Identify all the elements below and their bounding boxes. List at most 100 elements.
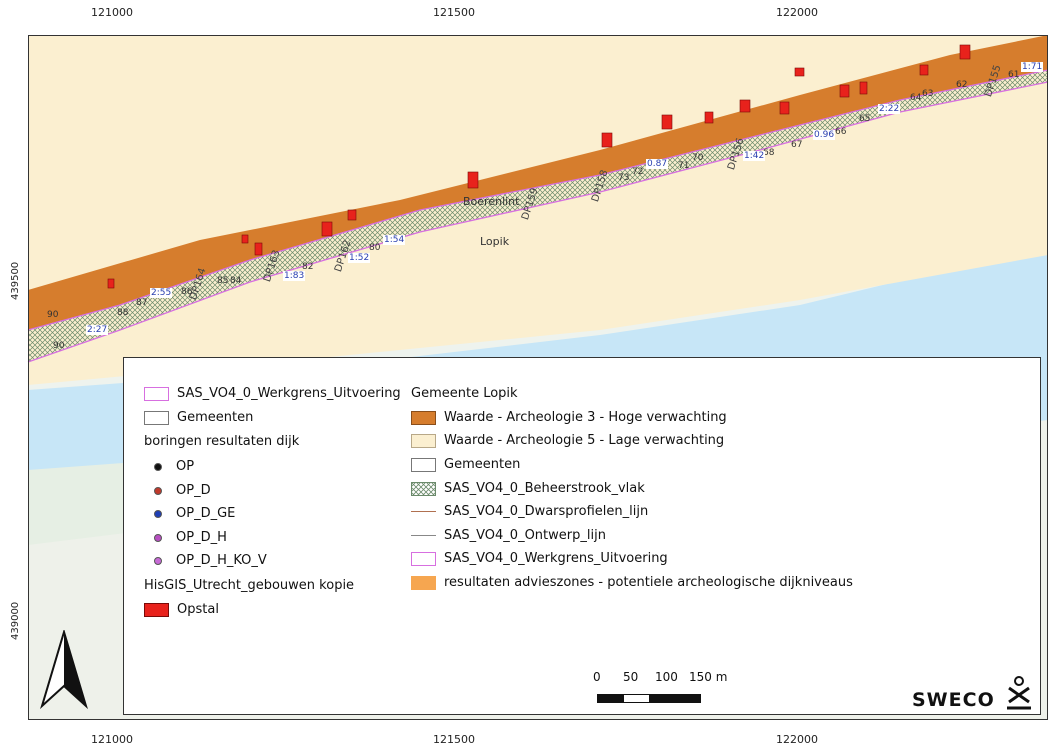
swatch-fill <box>411 410 436 425</box>
buildings <box>107 44 971 289</box>
scale-label: 100 <box>655 670 678 684</box>
value-label: 1:71 <box>1021 62 1044 72</box>
swatch-line <box>411 511 436 512</box>
legend-label: OP_D_H_KO_V <box>176 553 267 568</box>
scale-label: 50 <box>623 670 639 684</box>
swatch-fill <box>411 575 436 590</box>
legend-label: OP_D_GE <box>176 506 236 521</box>
legend-label: SAS_VO4_0_Beheerstrook_vlak <box>444 481 645 496</box>
value-label: 2:55 <box>150 288 173 298</box>
legend-label: Gemeenten <box>444 457 521 472</box>
scale-label: 0 <box>593 670 601 684</box>
chainage-label: 86 <box>181 287 193 297</box>
legend-item-ontwerp: SAS_VO4_0_Ontwerp_lijn <box>411 528 606 543</box>
scale-bar <box>597 694 701 703</box>
dot-marker-icon <box>154 556 162 565</box>
place-label-boerenlint: Boerenlint <box>463 195 520 208</box>
value-label: 0.87 <box>646 159 669 169</box>
chainage-label: 65 <box>859 114 871 124</box>
map-neatline <box>28 35 1048 720</box>
swatch-outline <box>144 410 169 425</box>
value-label: 1:42 <box>743 151 766 161</box>
legend-label: SAS_VO4_0_Werkgrens_Uitvoering <box>444 551 668 566</box>
north-arrow-icon <box>40 630 88 710</box>
legend-label: OP_D_H <box>176 530 227 545</box>
legend-label: SAS_VO4_0_Dwarsprofielen_lijn <box>444 504 649 519</box>
legend: SAS_VO4_0_Werkgrens_Uitvoering Gemeenten… <box>123 357 1041 715</box>
swatch-outline <box>411 457 436 472</box>
value-label: 1:83 <box>283 271 306 281</box>
legend-label: Waarde - Archeologie 5 - Lage verwachtin… <box>444 433 725 448</box>
chainage-label: 72 <box>632 167 644 177</box>
chainage-label: 64 <box>910 93 922 103</box>
legend-label: OP <box>176 459 195 474</box>
chainage-label: 87 <box>136 298 148 308</box>
y-tick-left: 439000 <box>10 601 21 640</box>
swatch-fill <box>144 602 169 617</box>
legend-item-dwarsprofielen: SAS_VO4_0_Dwarsprofielen_lijn <box>411 504 648 519</box>
value-label: 1:52 <box>348 253 371 263</box>
legend-item-lage-verwachting: Waarde - Archeologie 5 - Lage verwachtin… <box>411 433 724 448</box>
legend-label: SAS_VO4_0_Werkgrens_Uitvoering <box>177 386 401 401</box>
legend-item-werkgrens-2: SAS_VO4_0_Werkgrens_Uitvoering <box>411 551 668 566</box>
legend-item-op-d-ge: OP_D_GE <box>144 506 235 521</box>
legend-item-opstal: Opstal <box>144 602 219 617</box>
chainage-label: 68 <box>763 148 775 158</box>
x-tick-bottom: 122000 <box>776 733 818 746</box>
legend-heading-boringen: boringen resultaten dijk <box>144 434 300 449</box>
dot-marker-icon <box>154 486 162 495</box>
chainage-label: 66 <box>835 127 847 137</box>
dike-strip <box>28 70 1048 362</box>
swatch-fill <box>411 433 436 448</box>
legend-item-hoge-verwachting: Waarde - Archeologie 3 - Hoge verwachtin… <box>411 410 727 425</box>
sweco-logo-icon <box>1007 676 1031 710</box>
high-expectation-zone <box>28 35 1048 330</box>
legend-item-beheerstrook: SAS_VO4_0_Beheerstrook_vlak <box>411 481 645 496</box>
place-label-lopik: Lopik <box>480 235 510 248</box>
legend-heading-lopik: Gemeente Lopik <box>411 386 518 401</box>
legend-label: Opstal <box>177 602 219 617</box>
value-label: 2:27 <box>86 325 109 335</box>
werkgrens-line-south <box>27 81 1049 363</box>
dot-marker-icon <box>154 462 162 471</box>
legend-item-op: OP <box>144 459 194 474</box>
chainage-label: 61 <box>1008 70 1020 80</box>
chainage-label: 63 <box>922 89 934 99</box>
sweco-logo: SWECO <box>912 689 995 711</box>
legend-item-werkgrens: SAS_VO4_0_Werkgrens_Uitvoering <box>144 386 401 401</box>
legend-label: SAS_VO4_0_Ontwerp_lijn <box>444 528 606 543</box>
dot-marker-icon <box>154 509 162 518</box>
legend-item-op-d-h: OP_D_H <box>144 530 227 545</box>
legend-label: resultaten advieszones - potentiele arch… <box>444 575 853 590</box>
legend-label: Gemeenten <box>177 410 254 425</box>
swatch-outline <box>411 551 436 566</box>
chainage-label: 71 <box>678 161 690 171</box>
chainage-label: 80 <box>369 243 381 253</box>
werkgrens-line <box>27 69 1049 331</box>
dot-marker-icon <box>154 533 162 542</box>
swatch-line <box>411 535 436 536</box>
chainage-label: 82 <box>302 262 314 272</box>
chainage-label: 90 <box>53 341 65 351</box>
chainage-label: 73 <box>618 173 630 183</box>
chainage-label: 85 <box>217 276 229 286</box>
swatch-hatch <box>411 481 436 496</box>
scale-label: 150 m <box>689 670 728 684</box>
chainage-label: 88 <box>117 308 129 318</box>
x-tick-bottom: 121000 <box>91 733 133 746</box>
legend-heading-hisgis: HisGIS_Utrecht_gebouwen kopie <box>144 578 355 593</box>
chainage-label: 67 <box>791 140 803 150</box>
chainage-label: 84 <box>230 276 242 286</box>
chainage-label: 90 <box>47 310 59 320</box>
legend-item-op-d-h-ko-v: OP_D_H_KO_V <box>144 553 267 568</box>
value-label: 1:54 <box>383 235 406 245</box>
value-label: 0.96 <box>813 130 836 140</box>
x-tick-top: 121000 <box>91 6 133 19</box>
swatch-outline <box>144 386 169 401</box>
legend-item-op-d: OP_D <box>144 483 211 498</box>
x-tick-bottom: 121500 <box>433 733 475 746</box>
legend-label: OP_D <box>176 483 211 498</box>
chainage-label: 62 <box>956 80 968 90</box>
chainage-label: 70 <box>692 153 704 163</box>
